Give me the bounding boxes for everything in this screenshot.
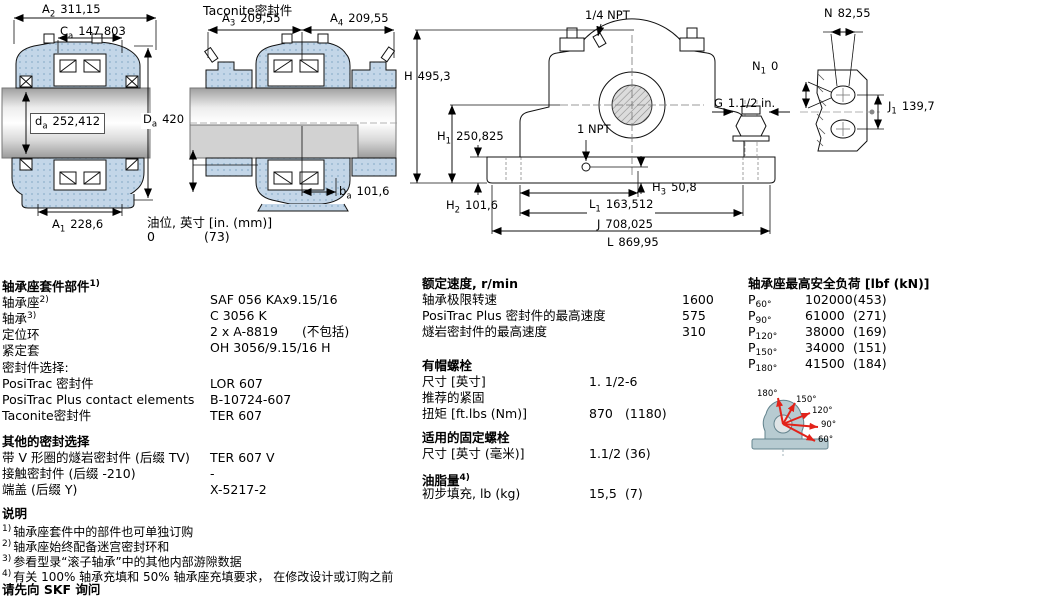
load-angle-150: 150° bbox=[796, 395, 817, 405]
section-header-other-seals: 其他的密封选择 bbox=[2, 434, 90, 449]
load-row-p60: P60°102000(453) bbox=[748, 292, 887, 310]
spec-row-bearing: 轴承3)C 3056 K bbox=[2, 308, 267, 327]
load-direction-diagram bbox=[751, 397, 829, 456]
npt-side-label: 1 NPT bbox=[577, 122, 611, 136]
drawing-taconite-section bbox=[189, 26, 398, 212]
spec-row-torque: 扭矩 [ft.lbs (Nm)]870(1180) bbox=[422, 406, 667, 421]
spec-row-grease-fill: 初步填充, lb (kg)15,5(7) bbox=[422, 486, 643, 501]
section-header-attachment-bolts: 适用的固定螺栓 bbox=[422, 430, 510, 445]
section-header-cap-screws: 有帽螺栓 bbox=[422, 358, 473, 373]
load-angle-180: 180° bbox=[757, 389, 778, 399]
spec-row-taconite-v: 带 V 形圈的燧岩密封件 (后缀 TV)TER 607 V bbox=[2, 450, 275, 465]
footnote-4: 4)有关 100% 轴承充填和 50% 轴承座充填要求， 在修改设计或订购之前 bbox=[2, 569, 394, 584]
drawing-base-view bbox=[800, 28, 884, 152]
oil-level-value-mm: (73) bbox=[204, 229, 230, 244]
drawing-front-view bbox=[410, 18, 790, 235]
oil-level-label: 油位, 英寸 [in. (mm)] bbox=[147, 215, 273, 230]
footnote-footer: 请先向 SKF 询问 bbox=[2, 582, 101, 597]
load-angle-120: 120° bbox=[812, 406, 833, 416]
load-angle-60: 60° bbox=[818, 435, 834, 445]
section-header-seal-options: 密封件选择: bbox=[2, 360, 69, 375]
section-header-safe-load: 轴承座最高安全负荷 [lbf (kN)] bbox=[748, 276, 930, 291]
spec-row-housing: 轴承座2)SAF 056 KAx9.15/16 bbox=[2, 292, 338, 311]
load-angle-90: 90° bbox=[821, 420, 837, 430]
section-header-speed: 额定速度, r/min bbox=[422, 276, 519, 291]
spec-row-bolt-size: 尺寸 [英寸 (毫米)]1.1/2(36) bbox=[422, 446, 651, 461]
load-row-p150: P150°34000(151) bbox=[748, 340, 887, 358]
safe-load-column: 轴承座最高安全负荷 [lbf (kN)] P60°102000(453) P90… bbox=[748, 276, 1048, 374]
housing-parts-column: 轴承座套件部件1) 轴承座2)SAF 056 KAx9.15/16 轴承3)C … bbox=[2, 276, 420, 597]
section-header-grease: 油脂量4) bbox=[422, 473, 470, 489]
spec-row-contact-seal: 接触密封件 (后缀 -210)- bbox=[2, 466, 215, 481]
load-row-p180: P180°41500(184) bbox=[748, 356, 887, 374]
footnote-2: 2)轴承座始终配备迷宫密封环和 bbox=[2, 539, 170, 554]
load-row-p90: P90°61000(271) bbox=[748, 308, 887, 326]
taconite-title: Taconite密封件 bbox=[203, 3, 293, 18]
load-row-p120: P120°38000(169) bbox=[748, 324, 887, 342]
spec-row-recommended-tightening: 推荐的紧固 bbox=[422, 390, 485, 405]
notes-header: 说明 bbox=[2, 506, 28, 521]
spec-row-end-cover: 端盖 (后缀 Y)X-5217-2 bbox=[2, 482, 267, 497]
section-header-parts: 轴承座套件部件1) bbox=[2, 279, 100, 295]
footnote-1: 1)轴承座套件中的部件也可单独订购 bbox=[2, 524, 194, 539]
npt-top-label: 1/4 NPT bbox=[585, 8, 630, 22]
footnote-3: 3)参看型录“滚子轴承”中的其他内部游隙数据 bbox=[2, 554, 242, 569]
drawing-cross-section bbox=[1, 14, 157, 216]
oil-level-value: 0 bbox=[147, 229, 155, 244]
spec-row-capscrew-size: 尺寸 [英寸]1. 1/2-6 bbox=[422, 374, 638, 389]
